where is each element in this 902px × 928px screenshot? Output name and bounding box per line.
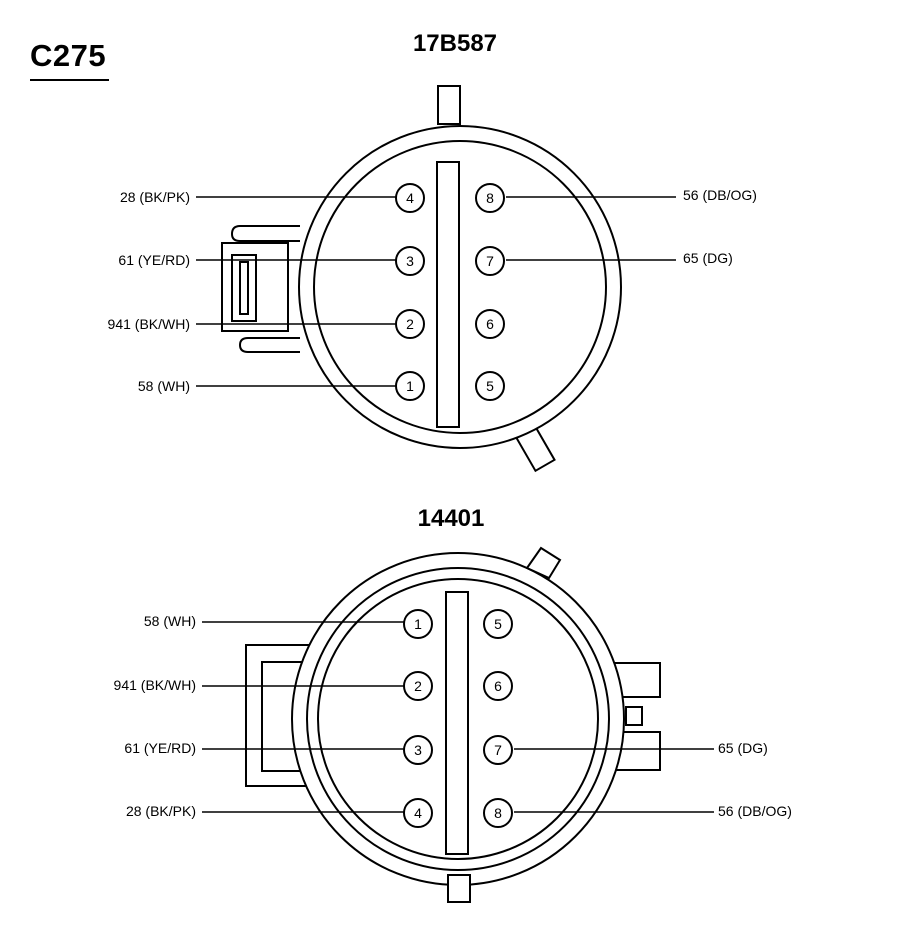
- center-key-bar: [445, 591, 469, 855]
- wire-label: 61 (YE/RD): [124, 740, 196, 756]
- pin-2: 2: [395, 309, 425, 339]
- svg-text:4: 4: [406, 190, 414, 206]
- svg-text:5: 5: [486, 378, 494, 394]
- pin-7: 7: [475, 246, 505, 276]
- bottom-key-tab: [447, 874, 471, 903]
- pin-8: 8: [475, 183, 505, 213]
- svg-text:1: 1: [414, 616, 422, 632]
- connector-title-17b587: 17B587: [412, 30, 498, 57]
- svg-text:2: 2: [406, 316, 414, 332]
- wire-label: 56 (DB/OG): [683, 187, 757, 203]
- pin-6: 6: [475, 309, 505, 339]
- pin-1: 1: [395, 371, 425, 401]
- svg-text:7: 7: [486, 253, 494, 269]
- svg-text:8: 8: [494, 805, 502, 821]
- svg-text:6: 6: [486, 316, 494, 332]
- connector-inner-ring: [317, 578, 599, 860]
- right-small-tab: [625, 706, 643, 726]
- wire-label: 58 (WH): [144, 613, 196, 629]
- svg-text:7: 7: [494, 742, 502, 758]
- wire-label: 28 (BK/PK): [126, 803, 196, 819]
- connector-inner-ring: [306, 567, 610, 871]
- pin-5: 5: [483, 609, 513, 639]
- pin-1: 1: [403, 609, 433, 639]
- connector-inner-ring: [313, 140, 607, 434]
- top-key-tab: [525, 546, 562, 580]
- pin-5: 5: [475, 371, 505, 401]
- svg-text:5: 5: [494, 616, 502, 632]
- svg-text:6: 6: [494, 678, 502, 694]
- pin-7: 7: [483, 735, 513, 765]
- pin-3: 3: [403, 735, 433, 765]
- svg-text:3: 3: [414, 742, 422, 758]
- svg-text:2: 2: [414, 678, 422, 694]
- center-key-bar: [436, 161, 460, 428]
- wire-label: 56 (DB/OG): [718, 803, 792, 819]
- svg-text:3: 3: [406, 253, 414, 269]
- connector-title-14401: 14401: [417, 505, 485, 532]
- wire-label: 58 (WH): [138, 378, 190, 394]
- pin-4: 4: [403, 798, 433, 828]
- title-underline: [30, 79, 109, 81]
- wire-label: 65 (DG): [683, 250, 733, 266]
- wire-label: 28 (BK/PK): [120, 189, 190, 205]
- pin-2: 2: [403, 671, 433, 701]
- page-title: C275: [30, 38, 107, 73]
- pin-4: 4: [395, 183, 425, 213]
- side-latch: [221, 225, 300, 353]
- wire-label: 941 (BK/WH): [108, 316, 190, 332]
- svg-text:1: 1: [406, 378, 414, 394]
- wire-label: 941 (BK/WH): [114, 677, 196, 693]
- connector-17b587: 4 3 2 1 8 7 6 5 28: [108, 85, 757, 473]
- svg-text:4: 4: [414, 805, 422, 821]
- pin-8: 8: [483, 798, 513, 828]
- wire-label: 61 (YE/RD): [118, 252, 190, 268]
- connector-14401: 1 2 3 4 5 6 7 8 58: [114, 546, 792, 903]
- pin-3: 3: [395, 246, 425, 276]
- wire-label: 65 (DG): [718, 740, 768, 756]
- top-key-tab: [437, 85, 461, 125]
- svg-text:8: 8: [486, 190, 494, 206]
- pin-6: 6: [483, 671, 513, 701]
